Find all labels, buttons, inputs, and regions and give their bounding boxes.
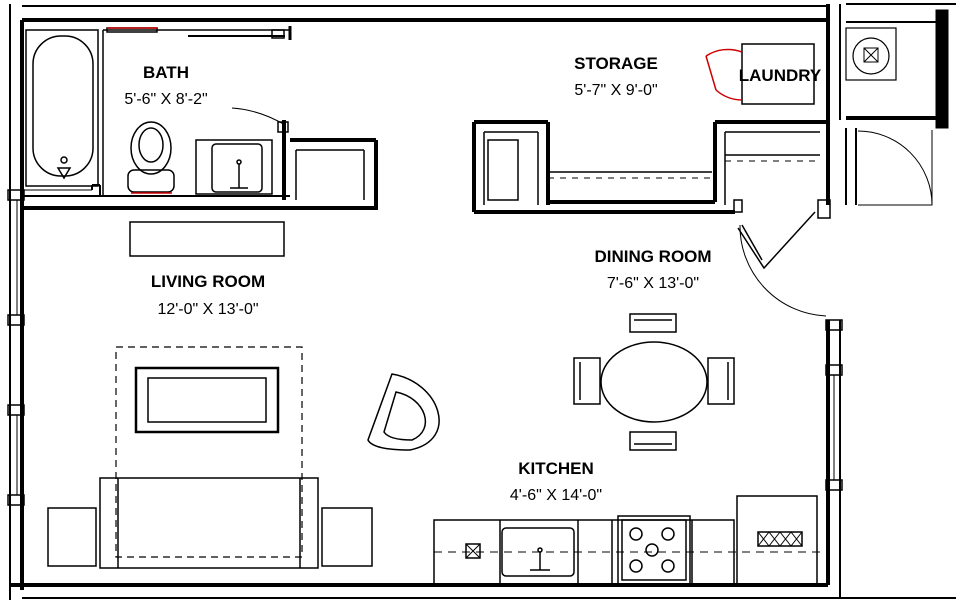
toilet [127,121,175,194]
rug-and-coffee-table [115,346,303,558]
kitchen-counter [433,519,820,585]
kitchen-label: KITCHEN [518,459,594,478]
kitchen-dimensions: 4'-6" X 14'-0" [510,487,602,504]
refrigerator [736,495,818,585]
bath-label: BATH [143,63,189,82]
adjacent-closet [845,3,956,206]
dining-room-label: DINING ROOM [594,247,711,266]
kitchen-sink [501,527,575,577]
bath-door-swing [231,107,286,126]
laundry-label: LAUNDRY [739,66,822,85]
storage-dimensions: 5'-7" X 9'-0" [574,82,657,99]
bath-walls [22,26,378,210]
dining-room-dimensions: 7'-6" X 13'-0" [607,275,699,292]
sliding-pocket-door [106,27,285,39]
armchair [367,373,440,451]
living-room-dimensions: 12'-0" X 13'-0" [157,301,258,318]
living-room-label: LIVING ROOM [151,272,265,291]
entry-door [733,199,831,317]
bathtub [25,29,99,187]
sofa [99,477,319,569]
exterior-walls [7,4,956,600]
bath-dimensions: 5'-6" X 8'-2" [124,91,207,108]
storage-walls [472,120,828,214]
tv-console [129,221,285,257]
side-table-right [321,507,373,567]
range-stove [617,515,691,585]
laundry-unit [705,43,815,105]
storage-label: STORAGE [574,54,658,73]
side-table-left [47,507,97,567]
bath-sink [195,139,273,195]
dining-table [573,313,735,451]
bath-door-stop [277,121,289,133]
